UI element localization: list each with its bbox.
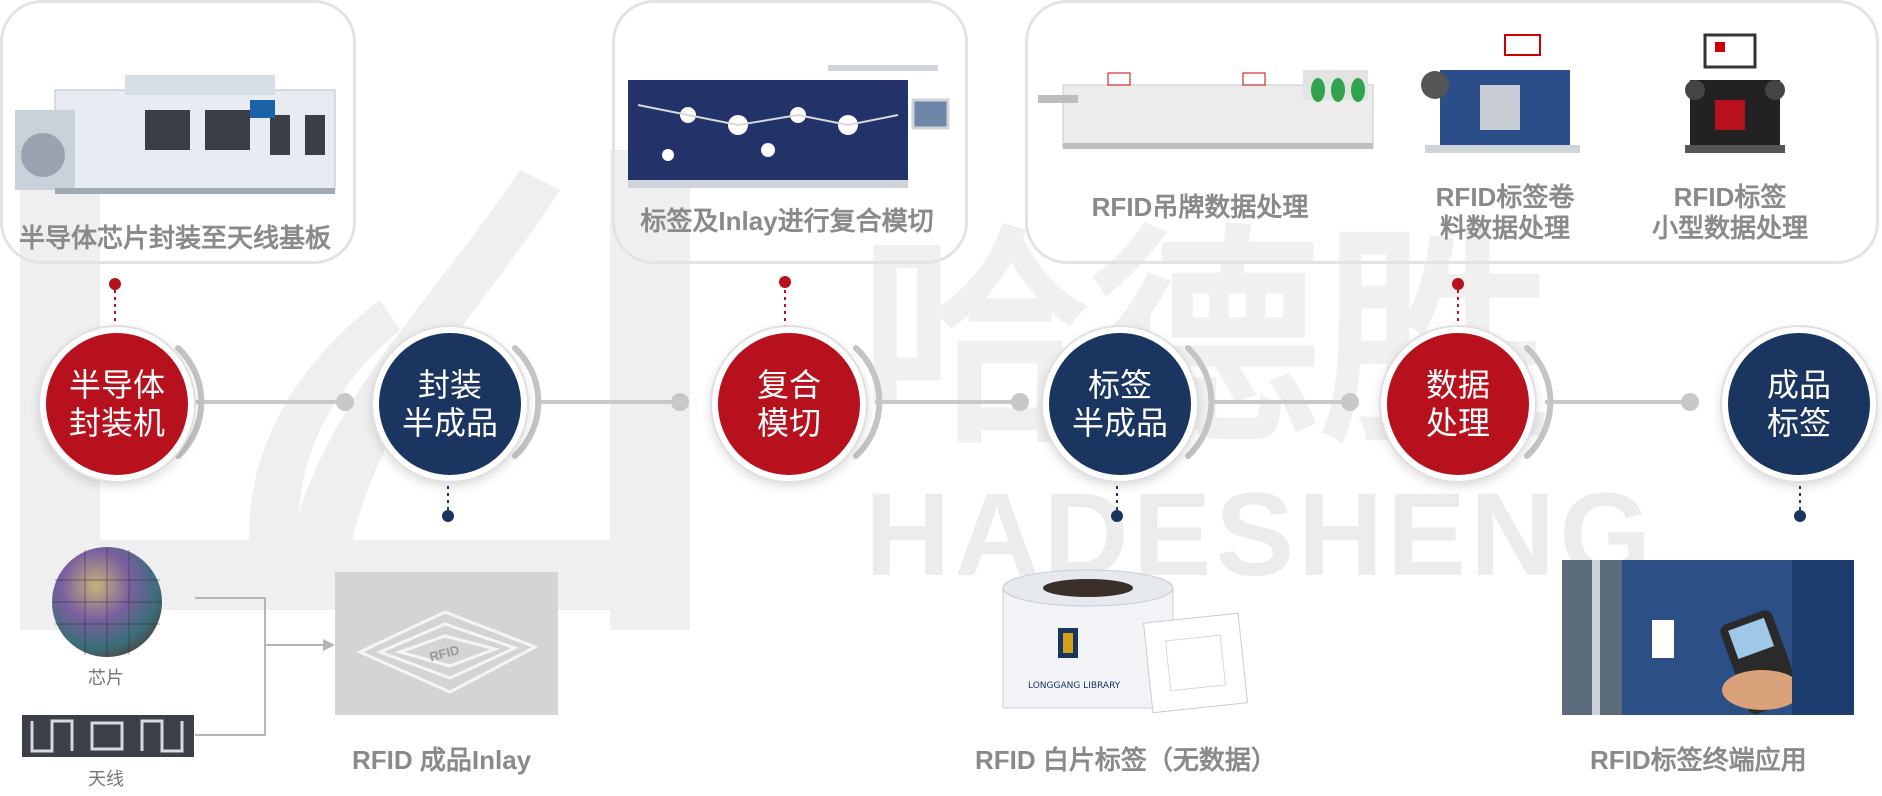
panel-packaging-label: 半导体芯片封装至天线基板 bbox=[18, 223, 331, 253]
node-composite-die-cut: 复合 模切 bbox=[712, 327, 866, 481]
terminal-application-image bbox=[1562, 560, 1854, 715]
blank-label-roll-image: LONGGANG LIBRARY bbox=[1002, 569, 1248, 714]
panel-die-cutting bbox=[612, 0, 968, 264]
chip-caption: 芯片 bbox=[88, 668, 124, 688]
node-packaged-semi-product: 封装 半成品 bbox=[373, 327, 527, 481]
roll-label-processing-label: RFID标签卷 料数据处理 bbox=[1435, 182, 1575, 243]
antenna-image bbox=[22, 715, 194, 757]
node-finished-label: 成品 标签 bbox=[1722, 327, 1876, 481]
small-processing-machine-image bbox=[1685, 33, 1785, 153]
terminal-application-label: RFID标签终端应用 bbox=[1590, 745, 1807, 775]
svg-text:LONGGANG LIBRARY: LONGGANG LIBRARY bbox=[1028, 681, 1121, 691]
tag-processing-machine-image bbox=[1038, 70, 1374, 149]
panel-data-processing bbox=[1025, 0, 1879, 264]
panel-die-cutting-label: 标签及Inlay进行复合模切 bbox=[640, 206, 934, 236]
roll-label-machine-image bbox=[1421, 34, 1580, 153]
node-data-processing: 数据 处理 bbox=[1381, 327, 1535, 481]
panel-packaging bbox=[0, 0, 356, 264]
small-processing-label: RFID标签 小型数据处理 bbox=[1651, 182, 1808, 243]
antenna-caption: 天线 bbox=[88, 769, 124, 789]
node-semiconductor-packager: 半导体 封装机 bbox=[40, 327, 194, 481]
chip-wafer-image bbox=[52, 547, 162, 657]
die-cutting-machine-image bbox=[628, 65, 950, 188]
rfid-inlay-image: RFID bbox=[335, 572, 558, 715]
watermark-text: HADESHENG bbox=[865, 469, 1655, 601]
blank-label-caption: RFID 白片标签（无数据） bbox=[975, 745, 1277, 775]
tag-processing-label: RFID吊牌数据处理 bbox=[1091, 192, 1309, 222]
rfid-inlay-label: RFID 成品Inlay bbox=[352, 745, 532, 775]
packaging-machine-image bbox=[15, 75, 336, 194]
node-label-semi-product: 标签 半成品 bbox=[1043, 327, 1197, 481]
